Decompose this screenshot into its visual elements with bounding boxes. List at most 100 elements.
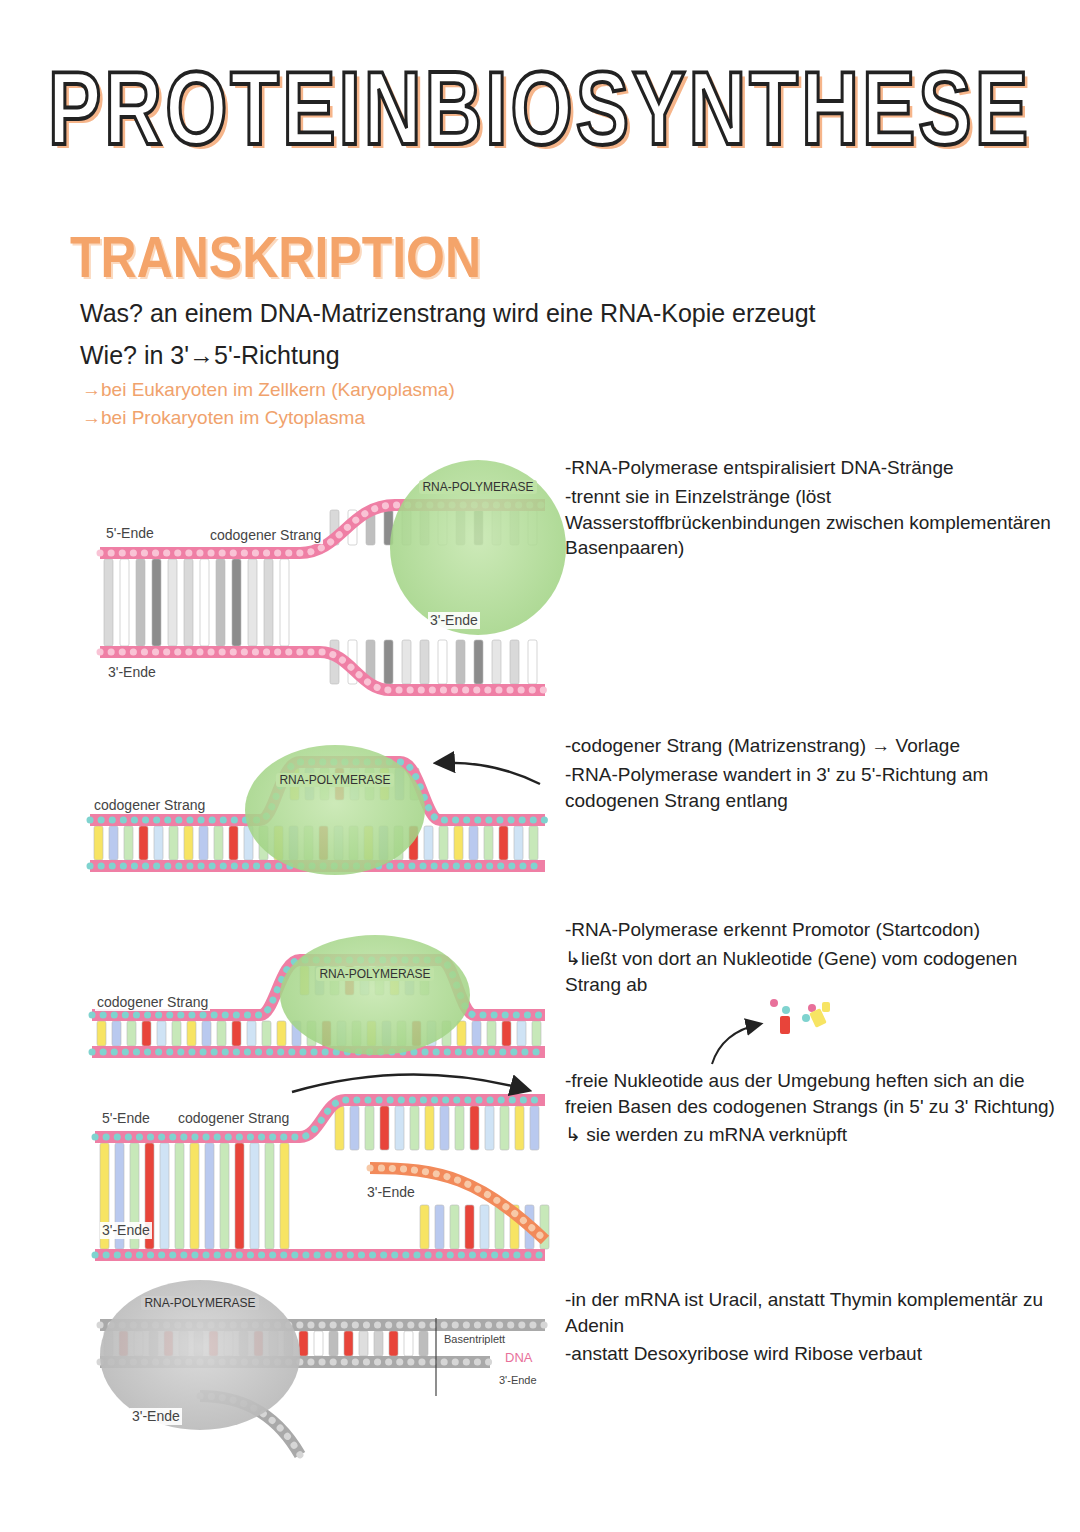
direction-arrow bbox=[292, 1074, 528, 1092]
strand-end-label: 3'-Ende bbox=[365, 1184, 417, 1201]
base-pair bbox=[502, 1021, 511, 1046]
page-title: PROTEINBIOSYNTHESE bbox=[48, 52, 1031, 166]
base-pair bbox=[168, 559, 177, 646]
base-pair bbox=[450, 1205, 459, 1249]
explanation-text: -codogener Strang (Matrizenstrang) → Vor… bbox=[565, 733, 1070, 759]
strand-label: codogener Strang bbox=[176, 1110, 291, 1127]
base-pair bbox=[152, 559, 161, 646]
base-pair bbox=[456, 640, 465, 684]
base-pair bbox=[248, 559, 257, 646]
backbone-beads bbox=[92, 1049, 545, 1056]
base-pair bbox=[359, 1331, 368, 1356]
base-pair bbox=[190, 1143, 199, 1249]
base-pair bbox=[264, 559, 273, 646]
polymerase-ellipse: RNA-POLYMERASE bbox=[245, 745, 425, 875]
base-pair bbox=[532, 1021, 541, 1046]
base-pair bbox=[517, 1021, 526, 1046]
backbone bbox=[370, 1168, 545, 1240]
explanation-text: ↳ sie werden zu mRNA verknüpft bbox=[565, 1122, 1070, 1148]
base-pair bbox=[472, 1021, 481, 1046]
base-pair bbox=[280, 1143, 289, 1249]
base-pair bbox=[410, 1106, 419, 1150]
base-pair bbox=[127, 1021, 136, 1046]
base-pair bbox=[160, 1143, 169, 1249]
base-pair bbox=[438, 640, 447, 684]
base-pair bbox=[380, 1106, 389, 1150]
base-pair bbox=[420, 1205, 429, 1249]
base-pair bbox=[217, 1021, 226, 1046]
direction-arrow bbox=[437, 763, 540, 784]
base-pair bbox=[265, 1143, 274, 1249]
enzyme-label: RNA-POLYMERASE bbox=[419, 480, 536, 494]
base-pair bbox=[440, 1106, 449, 1150]
base-pair bbox=[250, 1143, 259, 1249]
base-pair bbox=[184, 559, 193, 646]
side-note: →bei Prokaryoten im Cytoplasma bbox=[82, 407, 365, 430]
base-pair bbox=[109, 826, 118, 860]
base-pair bbox=[157, 1021, 166, 1046]
base-pair bbox=[97, 1021, 106, 1046]
explanation-text: -anstatt Desoxyribose wird Ribose verbau… bbox=[565, 1341, 1070, 1367]
base-pair bbox=[169, 826, 178, 860]
base-pair bbox=[487, 1021, 496, 1046]
nucleotide-icon bbox=[770, 999, 830, 1034]
base-pair bbox=[335, 1106, 344, 1150]
base-pair bbox=[484, 826, 493, 860]
base-pair bbox=[350, 1106, 359, 1150]
base-pair bbox=[184, 826, 193, 860]
backbone-beads bbox=[100, 652, 545, 690]
base-pair bbox=[235, 1143, 244, 1249]
base-pair bbox=[510, 640, 519, 684]
backbone bbox=[95, 1100, 545, 1137]
base-pair bbox=[470, 1106, 479, 1150]
backbone-beads bbox=[95, 1100, 545, 1137]
base-pair bbox=[530, 1106, 539, 1150]
strand-label: codogener Strang bbox=[208, 527, 323, 544]
question-line: Was? an einem DNA-Matrizenstrang wird ei… bbox=[80, 298, 816, 328]
base-pair bbox=[419, 1331, 428, 1356]
enzyme-label: RNA-POLYMERASE bbox=[141, 1296, 258, 1310]
base-pair bbox=[395, 1106, 404, 1150]
base-pair bbox=[485, 1106, 494, 1150]
base-pair bbox=[247, 1021, 256, 1046]
base-pair bbox=[142, 1021, 151, 1046]
base-pair bbox=[280, 559, 289, 646]
strand-end-label: 3'-Ende bbox=[100, 1222, 152, 1239]
base-pair bbox=[454, 826, 463, 860]
base-pair bbox=[529, 826, 538, 860]
base-pair bbox=[528, 640, 537, 684]
base-pair bbox=[480, 1205, 489, 1249]
base-pair bbox=[492, 640, 501, 684]
base-pair bbox=[154, 826, 163, 860]
explanation-text: -trennt sie in Einzelstränge (löst Wasse… bbox=[565, 484, 1070, 561]
base-pair bbox=[374, 1331, 383, 1356]
base-pair bbox=[175, 1143, 184, 1249]
base-pair bbox=[465, 1205, 474, 1249]
base-pair bbox=[425, 1106, 434, 1150]
base-pair bbox=[500, 1106, 509, 1150]
base-pair bbox=[515, 1106, 524, 1150]
base-pair bbox=[455, 1106, 464, 1150]
base-pair bbox=[329, 1331, 338, 1356]
strand-label: codogener Strang bbox=[92, 797, 207, 814]
base-pair bbox=[420, 640, 429, 684]
explanation-text: -in der mRNA ist Uracil, anstatt Thymin … bbox=[565, 1287, 1070, 1338]
base-pair bbox=[120, 559, 129, 646]
base-pair bbox=[424, 826, 433, 860]
backbone bbox=[100, 652, 545, 690]
section-heading: TRANSKRIPTION bbox=[70, 226, 481, 289]
strand-end-label: 3'-Ende bbox=[130, 1408, 182, 1425]
backbone-beads bbox=[370, 1168, 545, 1240]
base-pairs bbox=[94, 510, 549, 1356]
explanation-text: -RNA-Polymerase wandert in 3' zu 5'-Rich… bbox=[565, 762, 1070, 813]
backbone bbox=[95, 1249, 545, 1261]
backbone-beads bbox=[95, 1252, 545, 1259]
backbone bbox=[92, 1046, 545, 1058]
polymerase-ellipse: RNA-POLYMERASE bbox=[390, 460, 566, 635]
leader-label: Basentriplett bbox=[442, 1333, 507, 1346]
base-pair bbox=[384, 640, 393, 684]
base-pair bbox=[136, 559, 145, 646]
enzyme-label: RNA-POLYMERASE bbox=[276, 773, 393, 787]
enzyme-label: RNA-POLYMERASE bbox=[316, 967, 433, 981]
base-pair bbox=[469, 826, 478, 860]
